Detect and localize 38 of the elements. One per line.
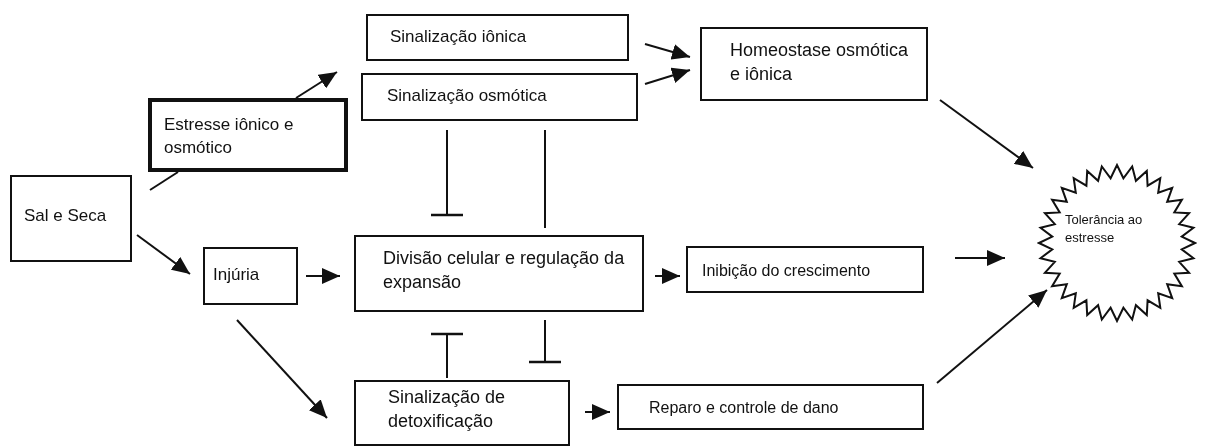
process-box — [148, 98, 348, 172]
process-box — [366, 14, 629, 61]
node-label: Homeostase osmótica e iônica — [730, 39, 910, 87]
node-label: Estresse iônico e osmótico — [164, 114, 295, 159]
process-box — [700, 27, 928, 101]
process-box — [361, 73, 638, 121]
arrow — [584, 404, 611, 420]
starburst-shape — [1037, 163, 1197, 323]
arrow — [939, 99, 1034, 169]
node-label: Inibição do crescimento — [702, 261, 872, 281]
inhibition-line — [429, 129, 465, 217]
arrow — [236, 319, 328, 419]
node-label: Tolerância ao estresse — [1065, 211, 1144, 247]
node-label: Divisão celular e regulação da expansão — [383, 247, 626, 295]
arrow — [936, 289, 1048, 384]
connector-line — [544, 129, 546, 229]
process-box — [354, 235, 644, 312]
arrow — [644, 43, 691, 60]
process-box — [617, 384, 924, 430]
arrow — [954, 250, 1006, 266]
inhibition-line — [429, 332, 465, 379]
process-box — [354, 380, 570, 446]
arrow — [654, 268, 681, 284]
node-label: Sinalização de detoxificação — [388, 386, 507, 434]
node-label: Sinalização osmótica — [387, 85, 548, 107]
arrow — [305, 268, 341, 284]
process-box — [686, 246, 924, 293]
arrow — [295, 71, 338, 99]
process-box — [10, 175, 132, 262]
inhibition-line — [527, 319, 563, 364]
node-label: Injúria — [213, 264, 261, 286]
arrow — [136, 234, 191, 275]
node-label: Reparo e controle de dano — [649, 398, 840, 418]
node-label: Sal e Seca — [24, 205, 108, 227]
connector-line — [149, 171, 179, 191]
process-box — [203, 247, 298, 305]
arrow — [644, 67, 691, 85]
node-label: Sinalização iônica — [390, 26, 528, 48]
